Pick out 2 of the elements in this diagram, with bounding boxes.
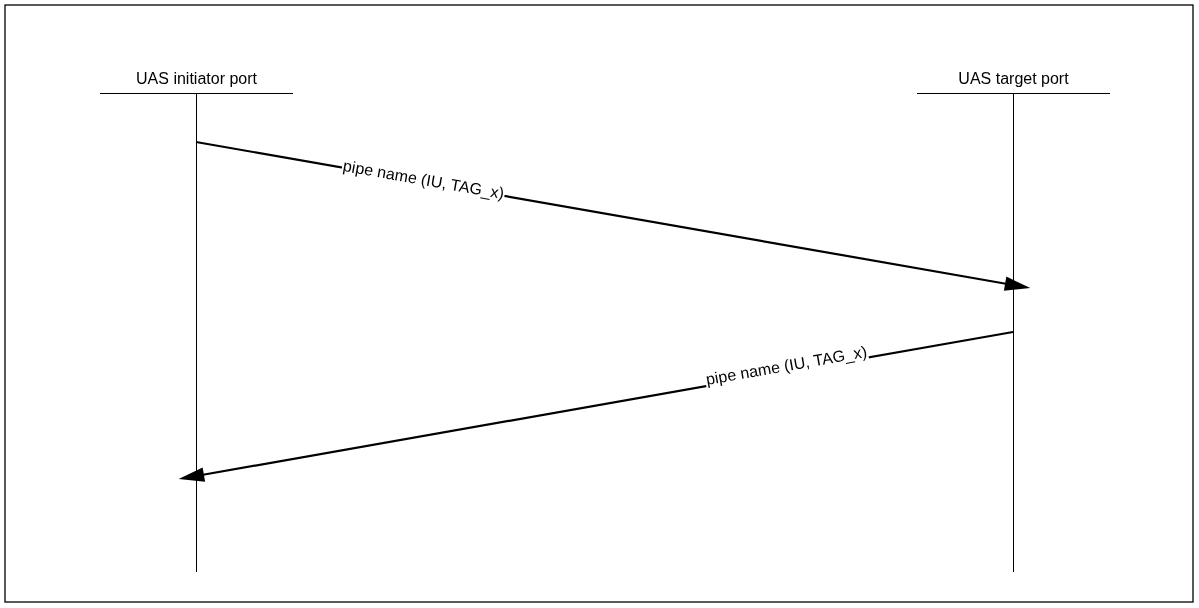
- lifeline-header: UAS initiator port: [100, 69, 293, 94]
- lifeline-header: UAS target port: [917, 69, 1110, 94]
